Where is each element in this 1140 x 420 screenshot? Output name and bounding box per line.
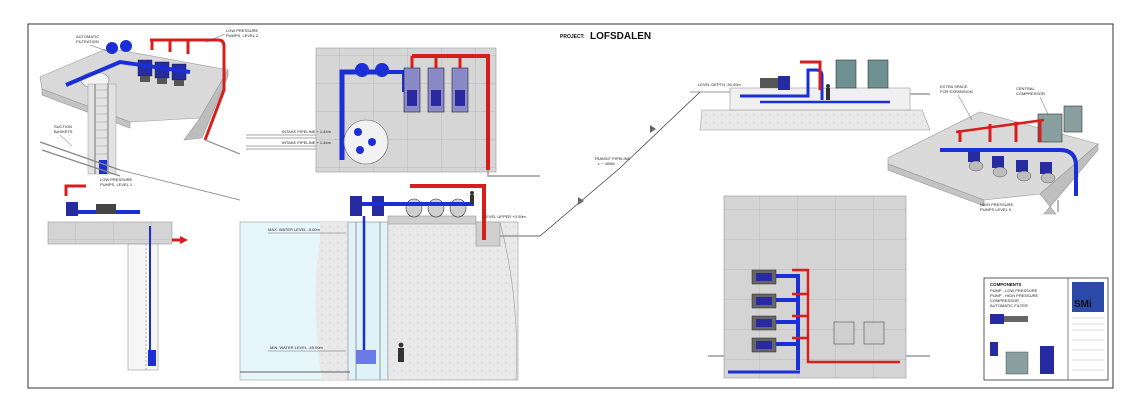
label-level-depth: LEVEL DEPTH -30.00m [698,82,741,87]
label-extra-space-1: EXTRA SPACE [940,84,968,89]
label-central-compressor-2: COMPRESSOR [1016,91,1045,96]
label-transit-pipeline-2: L ~ 400M [598,161,615,166]
iso-view-low-pressure: AUTOMATIC FILTRATION LOW PRESSURE PUMPS,… [39,28,259,201]
elevation-view-high-pressure [708,195,930,379]
label-central-compressor-1: CENTRAL [1016,86,1035,91]
label-low-pressure-level1-1: LOW PRESSURE [100,177,133,182]
label-transit-pipeline-1: TRANSIT PIPELINE [594,156,630,161]
label-automatic-filtration-2: FILTRATION [76,39,99,44]
label-intake-pipeline-2: INTAKE PIPELINE + 1.44m [282,140,332,145]
label-intake-pipeline-1: INTAKE PIPELINE + 1.44m [282,129,332,134]
project-prefix: PROJECT: [560,34,585,40]
transit-pipeline: TRANSIT PIPELINE L ~ 400M [539,91,701,237]
section-view-main: MAX. WATER LEVEL -5.00m MIN. WATER LEVEL… [239,184,540,381]
label-low-pressure-level2-2: PUMPS, LEVEL 2 [226,33,259,38]
legend-item-1: PUMP - LOW PRESSURE [990,288,1038,293]
label-max-water-level: MAX. WATER LEVEL -5.00m [268,227,321,232]
project-title: PROJECT: LOFSDALEN [560,31,651,42]
section-view-small-shaft [47,184,188,371]
label-automatic-filtration-1: AUTOMATIC [76,34,99,39]
label-level-upper: LEVEL UPPER +0.00m [484,214,526,219]
label-low-pressure-level1-2: PUMPS, LEVEL 1 [100,182,133,187]
sheet-frame [27,23,1114,389]
label-extra-space-2: FOR EXPANSION [940,89,973,94]
label-high-pressure-2: PUMPS LEVEL 5 [980,207,1012,212]
iso-view-high-pressure: EXTRA SPACE FOR EXPANSION CENTRAL COMPRE… [887,84,1099,215]
legend-item-2: PUMP - HIGH PRESSURE [990,293,1038,298]
section-view-upper-station: LEVEL DEPTH -30.00m [690,59,931,131]
legend-item-4: AUTOMATIC FILTER [990,303,1028,308]
legend-heading: COMPONENTS [990,282,1022,287]
legend-item-3: COMPRESSOR [990,298,1019,303]
smi-logo [1072,282,1104,312]
label-suction-baskets-1: SUCTION [54,124,72,129]
label-suction-baskets-2: BASKETS [54,129,73,134]
smi-logo-text: SMi [1074,299,1092,310]
label-low-pressure-level2-1: LOW PRESSURE [226,28,259,33]
label-min-water-level: MIN. WATER LEVEL -45.00m [270,345,323,350]
title-block: COMPONENTS PUMP - LOW PRESSURE PUMP - HI… [983,277,1109,381]
project-name: LOFSDALEN [590,31,651,42]
plan-view-pump-room: INTAKE PIPELINE + 1.44m INTAKE PIPELINE … [246,47,540,177]
label-high-pressure-1: HIGH PRESSURE [980,202,1013,207]
